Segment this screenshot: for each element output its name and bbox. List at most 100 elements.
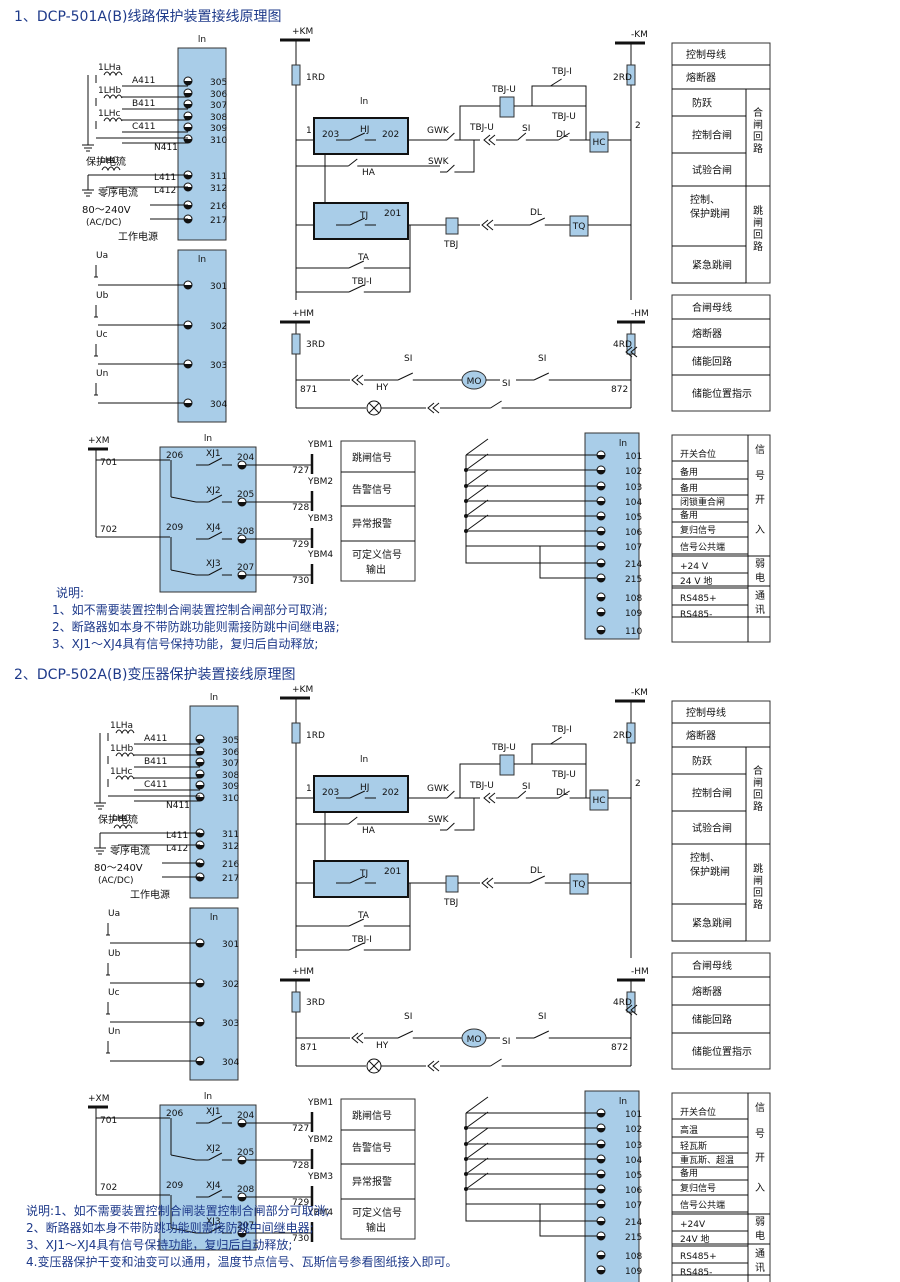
bus-label: -HM [631,309,649,319]
weak-current-label: 弱电 [755,1216,765,1242]
terminal-number: 206 [166,451,183,461]
chevron [427,402,435,414]
legend-text: 储能回路 [692,355,732,368]
terminal-half [196,845,204,849]
terminal-screw [195,938,205,948]
tbji-contact [335,284,375,293]
legend-text: 告警信号 [352,483,392,496]
coil-loops [115,729,135,735]
contact-blade [490,400,502,409]
terminal-number: 308 [222,771,239,781]
terminal-number: 312 [222,842,239,852]
terminal-screw [183,99,193,109]
switch-label: SWK [428,157,450,167]
chevron [356,374,364,386]
si-contact [384,372,424,381]
fuse-label: 1RD [306,73,325,83]
contact-blade [208,567,223,576]
terminal-half [184,175,192,179]
terminal-half [184,205,192,209]
terminal-half [238,1233,246,1237]
relay-label: XJ1 [206,449,221,459]
vertical-char: 跳 [753,204,763,217]
legend-text: 保护跳闸 [690,207,730,220]
tj-relay-block [313,860,409,898]
terminal-number: 217 [210,216,227,226]
terminal-number: 205 [237,490,254,500]
terminal-number: 102 [625,467,642,477]
hc-coil-icon: HC [589,131,609,153]
signal-input-label: 信号 [755,444,765,482]
chevron [630,346,638,358]
terminal-number: 302 [210,322,227,332]
signal-input-label: 信号 [755,1102,765,1140]
plug-connector-icon [625,346,638,358]
terminal-screw [183,134,193,144]
io-label: +24V [680,1220,706,1230]
hj-contact [336,132,376,141]
io-label: 轻瓦斯 [680,1140,707,1152]
io-label: 备用 [680,482,698,494]
legend-text: 输出 [366,1221,386,1234]
legend-text: 跳闸信号 [352,1109,392,1122]
tbju-coil-icon [499,96,515,118]
coil-label: TQ [572,222,586,232]
coil-loops [113,824,133,830]
contact-blade [348,918,365,927]
ybm-label: YBM3 [307,514,333,524]
terminal-screw [183,320,193,330]
ctrl-legend-frame [671,42,771,284]
terminal-half [184,104,192,108]
plug-connector-icon [481,877,494,889]
terminal-half [196,774,204,778]
protect-current-label: 保护电流 [86,155,126,168]
terminal-number: 306 [222,748,239,758]
vertical-char: 回 [753,789,763,801]
chevron [356,1032,364,1044]
terminal-number: 305 [210,78,227,88]
coil-label: HC [592,796,605,806]
terminal-screw [596,1139,606,1149]
terminal-screw [596,592,606,602]
contact-label: SI [522,124,530,134]
terminal-half [597,1189,605,1193]
terminal-number: 217 [222,874,239,884]
output-number: 730 [292,1234,309,1244]
terminal-number: 307 [222,759,239,769]
terminal-number: 203 [322,130,339,140]
terminal-screw [596,1154,606,1164]
fuse-label: 4RD [613,998,632,1008]
contact-blade [208,494,223,503]
si-contact [510,132,532,141]
relay-label: XJ4 [206,1181,221,1191]
vertical-char: 回 [753,229,763,241]
io-label: 复归信号 [680,1182,716,1194]
junction-dot [464,529,468,533]
relay-contact [196,494,232,503]
vertical-char: 跳 [753,862,763,875]
ct-coil-icon [115,752,135,758]
vertical-char: 入 [755,525,765,536]
contact-label: SI [522,782,530,792]
terminal-number: 301 [222,940,239,950]
terminal-screw [195,769,205,779]
io-label: RS485- [680,1268,712,1278]
note-line: 4.变压器保护干变和油变可以通用，温度节点信号、瓦斯信号参看图纸接入即可。 [26,1254,457,1269]
terminal-half [184,81,192,85]
wire [375,268,411,293]
terminal-half [597,1144,605,1148]
panel-header: ln [619,439,627,449]
output-number: 727 [292,466,309,476]
terminal-half [597,597,605,601]
si-contact [510,790,532,799]
terminal-screw [195,757,205,767]
io-label: 24 V 地 [680,575,712,587]
relay-label: TJ [359,211,368,221]
terminal-half [184,403,192,407]
node-label: 871 [300,1043,317,1053]
legend-text: 告警信号 [352,1141,392,1154]
terminal-number: 214 [625,1218,642,1228]
swk-contact [440,164,460,173]
wire [465,499,489,517]
